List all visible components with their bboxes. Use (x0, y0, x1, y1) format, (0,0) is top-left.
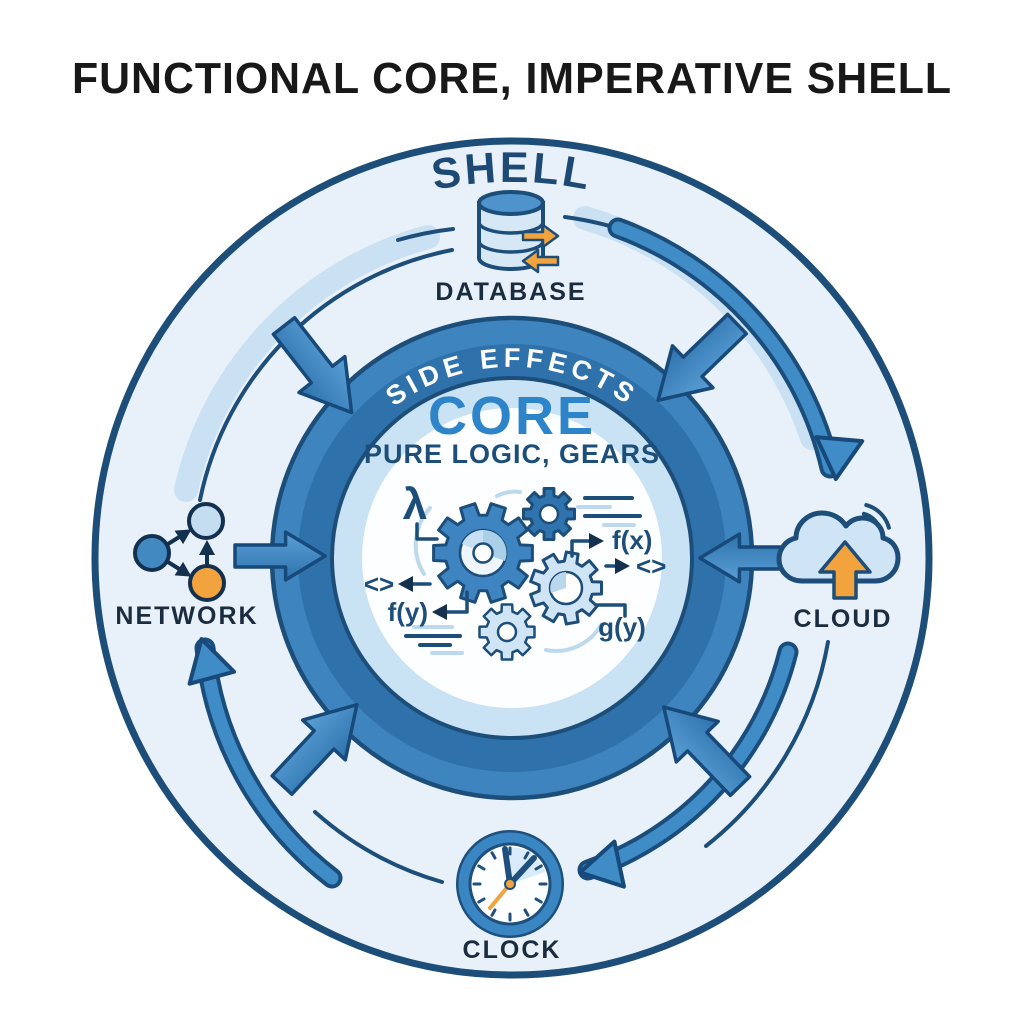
sync-arrows-icon (521, 223, 560, 274)
fy-label: f(y) (388, 597, 428, 627)
database-icon (477, 190, 560, 274)
flow-arrow-top-right (607, 217, 865, 483)
clock-label: CLOCK (463, 936, 562, 964)
speed-lines (404, 496, 642, 655)
gear-top-hub (538, 503, 560, 525)
fx-label: f(x) (612, 525, 652, 555)
clock-ticks (472, 846, 548, 922)
gy-label: g(y) (598, 612, 646, 642)
cloud-label: CLOUD (794, 605, 893, 633)
core-title: CORE (428, 386, 596, 446)
math-connectors (404, 522, 627, 618)
database-label: DATABASE (435, 278, 586, 306)
network-node-blue (133, 534, 171, 572)
flow-arrow-bottom-left (177, 631, 343, 889)
network-node-orange (188, 564, 226, 602)
flow-arrow-bottom-right (573, 641, 799, 897)
network-label: NETWORK (115, 602, 258, 630)
clock-icon (456, 830, 564, 938)
network-node-light (187, 502, 225, 540)
core-subtitle: PURE LOGIC, GEARS (364, 439, 660, 469)
page-title: FUNCTIONAL CORE, IMPERATIVE SHELL (72, 54, 952, 103)
cloud-upload-arrow-icon (818, 540, 872, 600)
shell-label: SHELL (428, 144, 596, 200)
gear-right-wedge (550, 572, 566, 593)
gears-icon: λ f(x) <> <> f(y) g(y) (364, 480, 666, 661)
code-left-label: <> (364, 569, 394, 599)
code-right-label: <> (636, 551, 666, 581)
network-icon (133, 502, 226, 602)
gear-bottom-hub (496, 621, 518, 643)
gear-large-hub (472, 542, 494, 564)
cloud-icon (776, 503, 901, 600)
lambda-symbol: λ (403, 480, 427, 529)
